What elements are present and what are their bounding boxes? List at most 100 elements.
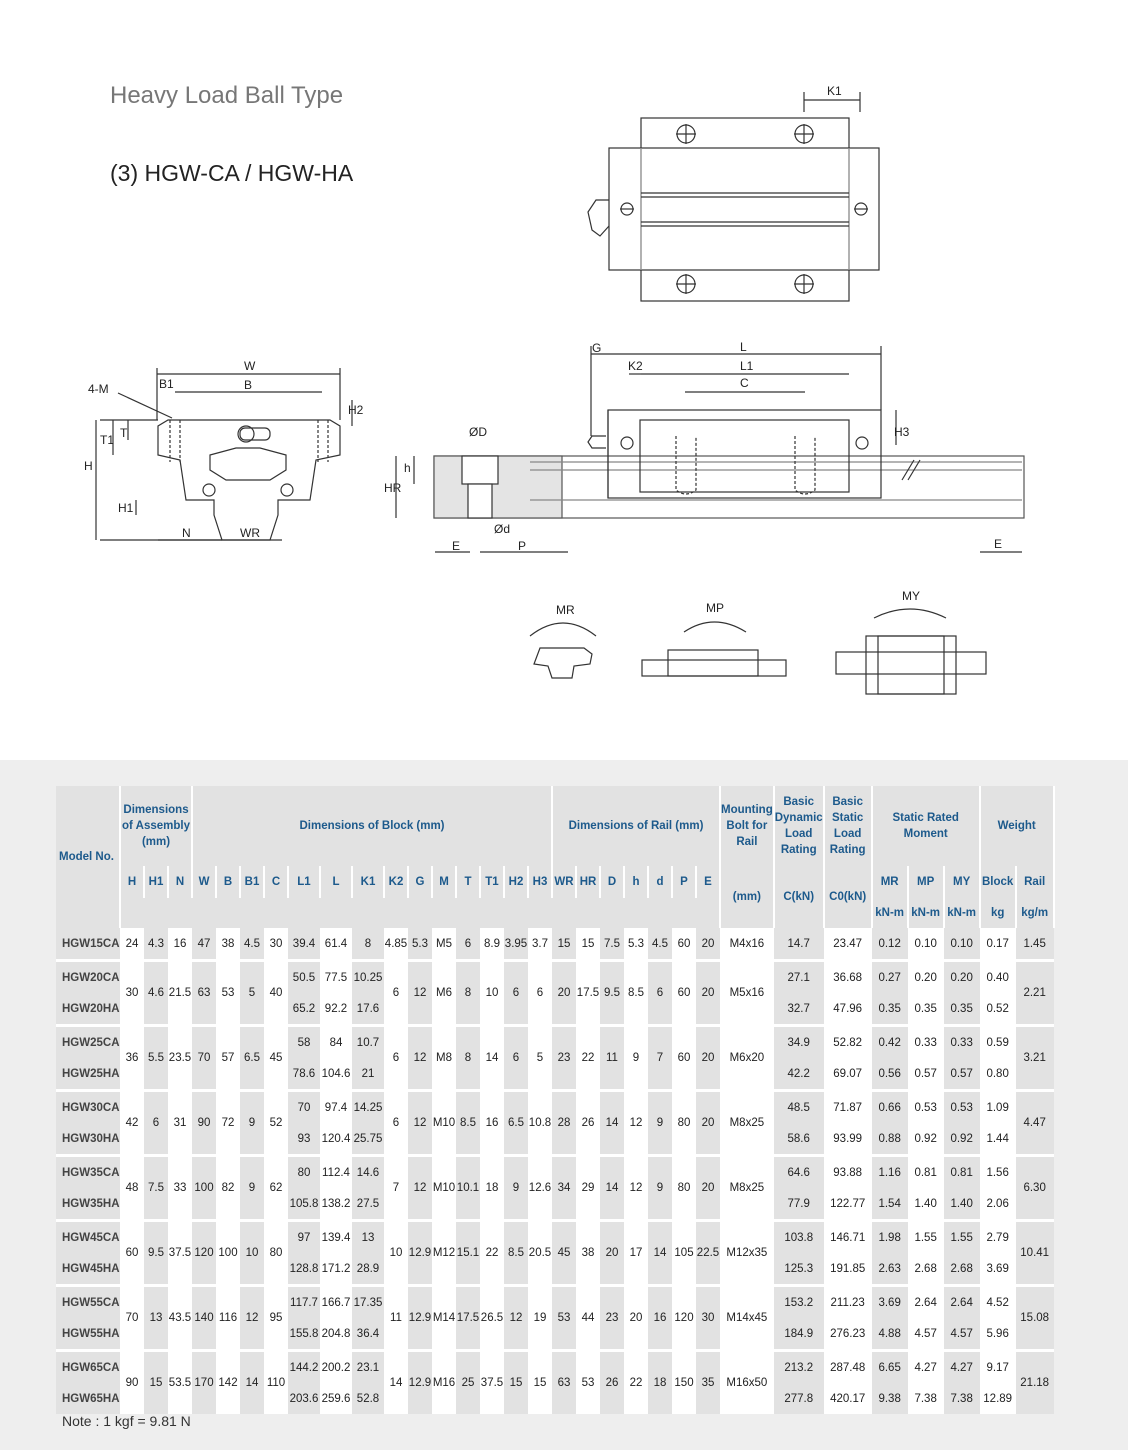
col-B1: B1 (240, 866, 265, 898)
cell-l1: 105.8 (288, 1188, 320, 1221)
side-view-drawing (395, 346, 1025, 553)
cell-hr: 38 (576, 1219, 600, 1286)
cell-k1: 27.5 (352, 1188, 384, 1221)
cell-d: 9 (648, 1089, 672, 1156)
cell-my: 4.27 (943, 1349, 980, 1383)
cell-l1: 93 (288, 1123, 320, 1156)
cell-mp: 4.27 (907, 1349, 944, 1383)
cell-p: 105 (672, 1219, 696, 1286)
cell-l: 139.4 (320, 1219, 352, 1253)
cell-my: 1.55 (943, 1219, 980, 1253)
spec-table: Model No. Dimensions of Assembly (mm) Di… (56, 786, 1055, 1414)
cell-b1: 9 (240, 1089, 264, 1156)
cell-h: 48 (120, 1154, 144, 1221)
col-K2: K2 (384, 866, 409, 898)
cell-b: 142 (216, 1349, 240, 1414)
cell-bolt: M16x50 (720, 1349, 774, 1414)
cell-l1: 80 (288, 1154, 320, 1188)
cell-k1: 10.7 (352, 1024, 384, 1058)
cell-l: 112.4 (320, 1154, 352, 1188)
cell-n: 23.5 (168, 1024, 192, 1091)
cell-bolt: M8x25 (720, 1089, 774, 1156)
header-moment: Static Rated Moment (871, 786, 981, 866)
cell-block: 2.79 (979, 1219, 1016, 1253)
dim-w: W (244, 359, 256, 373)
cell-bolt: M4x16 (720, 928, 774, 961)
cell-stat: 122.77 (823, 1188, 872, 1221)
cell-stat: 93.99 (823, 1123, 872, 1156)
cell-g: 12 (408, 1154, 432, 1221)
col-C: C (264, 866, 289, 898)
header-weight: Weight (979, 786, 1055, 866)
cell-block: 1.44 (979, 1123, 1016, 1156)
end-view-drawing (95, 368, 353, 541)
cell-b1: 12 (240, 1284, 264, 1351)
cell-mr: 2.63 (871, 1253, 908, 1286)
cell-w: 100 (192, 1154, 216, 1221)
dim-l1: L1 (740, 359, 754, 373)
dim-h-small: h (404, 461, 411, 475)
cell-wr: 53 (552, 1284, 576, 1351)
cell-t1: 16 (480, 1089, 504, 1156)
col-L: L (320, 866, 353, 898)
col-bolt-unit: (mm) (720, 866, 775, 928)
cell-dyn: 184.9 (773, 1318, 824, 1351)
cell-my: 0.92 (943, 1123, 980, 1156)
cell-bolt: M14x45 (720, 1284, 774, 1351)
cell-model: HGW65HA (56, 1383, 120, 1414)
cell-k2: 6 (384, 1089, 408, 1156)
cell-dyn: 58.6 (773, 1123, 824, 1156)
cell-h2: 12 (504, 1284, 528, 1351)
dim-phi-d-small: Ød (494, 522, 510, 536)
cell-mr: 6.65 (871, 1349, 908, 1383)
cell-t1: 26.5 (480, 1284, 504, 1351)
cell-mp: 0.53 (907, 1089, 944, 1123)
cell-b1: 5 (240, 959, 264, 1026)
header-assembly: Dimensions of Assembly (mm) (120, 786, 193, 866)
cell-m: M5 (432, 928, 456, 961)
moment-my-icon (835, 608, 987, 695)
cell-mr: 0.56 (871, 1058, 908, 1091)
cell-h: 22 (624, 1349, 648, 1414)
header-model: Model No. (56, 786, 121, 928)
cell-h3: 3.7 (528, 928, 552, 961)
cell-m: M10 (432, 1154, 456, 1221)
cell-l1: 97 (288, 1219, 320, 1253)
cell-h1: 4.3 (144, 928, 168, 961)
cell-w: 140 (192, 1284, 216, 1351)
cell-block: 1.09 (979, 1089, 1016, 1123)
cell-l1: 144.2 (288, 1349, 320, 1383)
cell-model: HGW45CA (56, 1219, 120, 1253)
cell-bolt: M8x25 (720, 1154, 774, 1221)
cell-hr: 17.5 (576, 959, 600, 1026)
cell-mp: 0.10 (907, 928, 944, 961)
cell-mr: 9.38 (871, 1383, 908, 1414)
label-mr: MR (556, 603, 575, 617)
cell-wr: 63 (552, 1349, 576, 1414)
cell-t: 6 (456, 928, 480, 961)
cell-b1: 4.5 (240, 928, 264, 961)
cell-k1: 25.75 (352, 1123, 384, 1156)
cell-b: 116 (216, 1284, 240, 1351)
cell-l1: 39.4 (288, 928, 320, 961)
cell-b1: 10 (240, 1219, 264, 1286)
cell-h1: 7.5 (144, 1154, 168, 1221)
col-T1: T1 (480, 866, 505, 898)
cell-h2: 8.5 (504, 1219, 528, 1286)
cell-l1: 70 (288, 1089, 320, 1123)
col-H3: H3 (528, 866, 553, 898)
cell-b1: 6.5 (240, 1024, 264, 1091)
cell-c: 95 (264, 1284, 288, 1351)
cell-l: 171.2 (320, 1253, 352, 1286)
dim-k1: K1 (827, 84, 842, 98)
cell-stat: 420.17 (823, 1383, 872, 1414)
cell-p: 120 (672, 1284, 696, 1351)
cell-d: 14 (600, 1154, 624, 1221)
cell-m: M16 (432, 1349, 456, 1414)
cell-c: 52 (264, 1089, 288, 1156)
cell-k1: 8 (352, 928, 384, 961)
cell-my: 0.10 (943, 928, 980, 961)
cell-k1: 17.35 (352, 1284, 384, 1318)
